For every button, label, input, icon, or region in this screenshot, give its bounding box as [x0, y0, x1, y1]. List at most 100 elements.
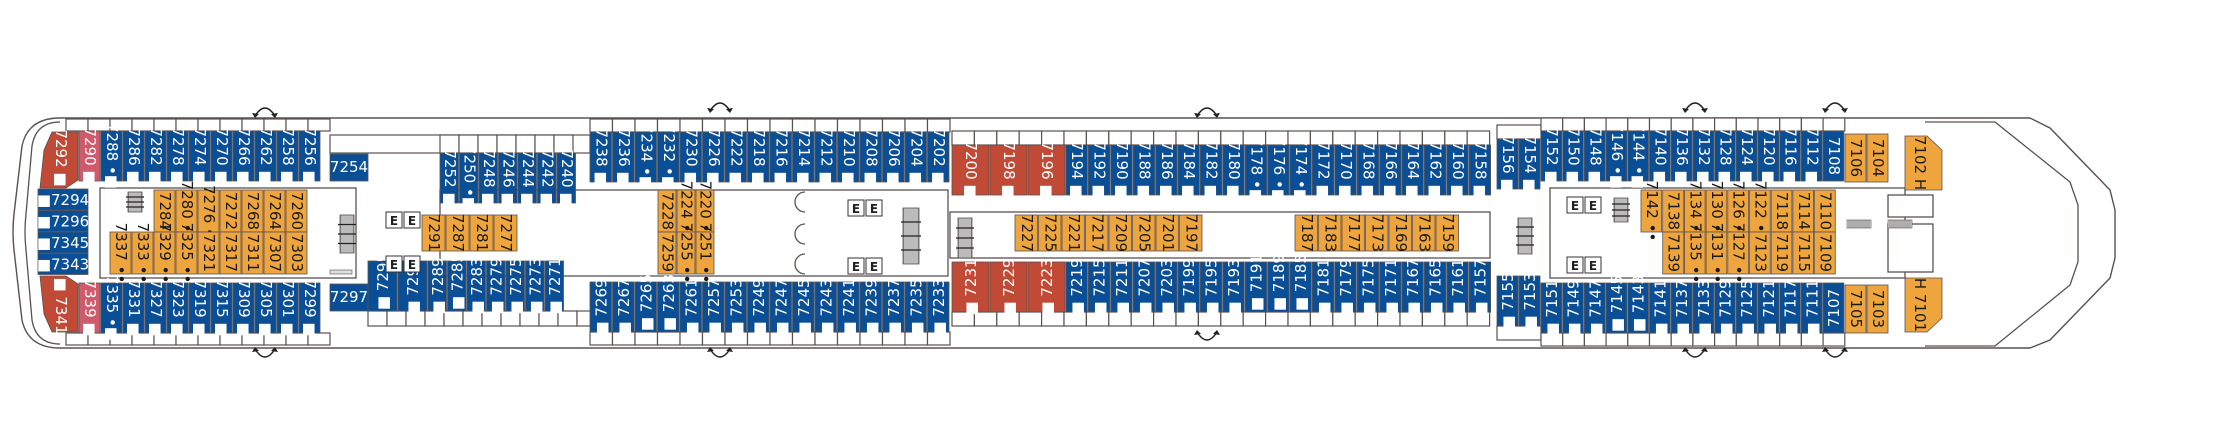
cabin-7238[interactable]: 7238 ■	[589, 128, 612, 186]
cabin-7226[interactable]: 7226 ■	[702, 128, 725, 186]
cabin-7276[interactable]: 7276 •	[197, 185, 220, 237]
cabin-7262[interactable]: 7262 ■	[254, 127, 277, 185]
cabin-7195[interactable]: ■ 7195	[1200, 258, 1223, 316]
cabin-7283[interactable]: ■ 7283	[466, 257, 486, 315]
cabin-7319[interactable]: 7319 ■	[188, 279, 211, 337]
cabin-7193[interactable]: ■ 7193	[1222, 258, 1245, 316]
cabin-7152[interactable]: 7152 ■	[1540, 127, 1563, 185]
cabin-7208[interactable]: 7208 ■	[859, 128, 882, 186]
cabin-7187[interactable]: 7187	[1294, 214, 1318, 252]
cabin-7120[interactable]: 7120 ■	[1757, 127, 1780, 185]
cabin-7153[interactable]: ■ 7153	[1518, 272, 1541, 330]
cabin-7183[interactable]: 7183	[1318, 214, 1342, 252]
cabin-7317[interactable]: 7317	[219, 231, 242, 275]
cabin-7184[interactable]: 7184 ■	[1177, 141, 1200, 199]
cabin-7233[interactable]: ■ 7233	[927, 278, 950, 336]
cabin-7178[interactable]: 7178 •■	[1244, 137, 1267, 203]
cabin-7147[interactable]: ■ 7147	[1584, 279, 1606, 337]
cabin-7245[interactable]: ■ 7245	[792, 278, 815, 336]
cabin-7110[interactable]: 7110	[1814, 189, 1836, 233]
cabin-7105[interactable]: 7105	[1844, 284, 1867, 334]
cabin-7196[interactable]: 7196 ■	[1027, 141, 1066, 199]
cabin-7150[interactable]: 7150 ■	[1562, 127, 1584, 185]
cabin-7249[interactable]: ■ 7249	[747, 278, 770, 336]
cabin-7235[interactable]: ■ 7235	[904, 278, 927, 336]
cabin-7174[interactable]: 7174 •■	[1289, 137, 1312, 203]
cabin-7103[interactable]: 7103	[1866, 284, 1889, 334]
cabin-7116[interactable]: 7116 ■	[1779, 127, 1801, 185]
cabin-7124[interactable]: 7124 ■	[1735, 127, 1758, 185]
cabin-7144[interactable]: 7144 •■	[1627, 123, 1649, 189]
cabin-7230[interactable]: 7230 ■	[679, 128, 702, 186]
cabin-7209[interactable]: 7209	[1108, 214, 1132, 252]
cabin-7112[interactable]: 7112 ■	[1801, 127, 1823, 185]
cabin-7323[interactable]: 7323 ■	[166, 279, 189, 337]
cabin-7156[interactable]: 7156 ■	[1496, 135, 1519, 193]
cabin-7289[interactable]: ■ 7289	[427, 257, 447, 315]
cabin-7106[interactable]: 7106	[1844, 133, 1867, 183]
cabin-7231[interactable]: ■ 7231	[951, 258, 990, 316]
cabin-7131[interactable]: 7131 ••	[1705, 223, 1728, 284]
cabin-7169[interactable]: 7169	[1388, 214, 1412, 252]
cabin-7259[interactable]: 7259	[657, 231, 677, 275]
cabin-7290[interactable]: 7290 ■	[78, 127, 101, 185]
cabin-7109[interactable]: 7109	[1814, 231, 1836, 275]
cabin-7129[interactable]: ■ 7129	[1714, 279, 1736, 337]
cabin-7291[interactable]: 7291	[421, 214, 446, 252]
cabin-7186[interactable]: 7186 ■	[1155, 141, 1178, 199]
cabin-7329[interactable]: 7329 ••	[153, 223, 176, 284]
cabin-7294[interactable]: ■7294	[37, 188, 89, 211]
cabin-7297[interactable]: 7297	[329, 283, 369, 312]
cabin-7149[interactable]: ■ 7149	[1562, 279, 1584, 337]
cabin-7311[interactable]: 7311	[241, 231, 264, 275]
cabin-7135[interactable]: 7135 ••	[1684, 223, 1706, 284]
cabin-7192[interactable]: 7192 ■	[1088, 141, 1111, 199]
cabin-7158[interactable]: 7158 ■	[1468, 141, 1491, 199]
cabin-7127[interactable]: 7127 ••	[1727, 223, 1749, 284]
cabin-7101[interactable]: H 7101	[1904, 277, 1943, 333]
cabin-7339[interactable]: 7339 ■	[78, 279, 101, 337]
cabin-7343[interactable]: ■7343	[37, 253, 89, 275]
cabin-7284[interactable]: 7284	[153, 189, 176, 233]
cabin-7227[interactable]: 7227	[1014, 214, 1038, 252]
cabin-7296[interactable]: ■7296	[37, 210, 89, 232]
cabin-7223[interactable]: ■ 7223	[1027, 258, 1066, 316]
cabin-7315[interactable]: 7315 ■	[210, 279, 233, 337]
cabin-7256[interactable]: 7256 ■	[298, 127, 321, 185]
cabin-7272[interactable]: 7272	[219, 189, 242, 233]
cabin-7194[interactable]: 7194 ■	[1065, 141, 1088, 199]
cabin-7275[interactable]: ■ 7275	[505, 257, 525, 315]
cabin-7264[interactable]: 7264	[263, 189, 286, 233]
cabin-7118[interactable]: 7118	[1770, 189, 1793, 233]
cabin-7188[interactable]: 7188 ■	[1132, 141, 1155, 199]
cabin-7232[interactable]: 7232 •■	[657, 124, 680, 190]
cabin-7181[interactable]: ■ 7181	[1312, 258, 1335, 316]
cabin-7250[interactable]: 7250 •■	[459, 145, 479, 211]
cabin-7285[interactable]: •■ 7285	[447, 253, 467, 319]
cabin-7123[interactable]: 7123	[1749, 231, 1771, 275]
cabin-7333[interactable]: 7333 ••	[131, 223, 154, 284]
cabin-7243[interactable]: ■ 7243	[814, 278, 837, 336]
cabin-7307[interactable]: 7307	[263, 231, 286, 275]
cabin-7115[interactable]: 7115	[1792, 231, 1815, 275]
cabin-7268[interactable]: 7268	[241, 189, 264, 233]
cabin-7224[interactable]: 7224 ••	[676, 181, 696, 242]
cabin-7218[interactable]: 7218 ■	[747, 128, 770, 186]
cabin-7279[interactable]: ■ 7279	[486, 257, 506, 315]
cabin-7191[interactable]: •■ 7191	[1244, 254, 1267, 320]
cabin-7292[interactable]: 7292 ■	[39, 129, 79, 189]
cabin-7216[interactable]: 7216 ■	[769, 128, 792, 186]
cabin-7327[interactable]: 7327 ■	[144, 279, 167, 337]
cabin-7107[interactable]: 7107	[1822, 282, 1845, 334]
cabin-7325[interactable]: 7325 ••	[175, 223, 198, 284]
cabin-7309[interactable]: 7309 ■	[232, 279, 255, 337]
cabin-7164[interactable]: 7164 ■	[1401, 141, 1424, 199]
cabin-7282[interactable]: 7282 ■	[144, 127, 167, 185]
cabin-7139[interactable]: 7139	[1662, 231, 1684, 275]
cabin-7244[interactable]: 7244 ■	[517, 149, 537, 207]
cabin-7260[interactable]: 7260	[285, 189, 308, 233]
cabin-7166[interactable]: 7166 ■	[1379, 141, 1402, 199]
cabin-7165[interactable]: ■ 7165	[1424, 258, 1447, 316]
cabin-7345[interactable]: ■7345	[37, 231, 89, 254]
cabin-7114[interactable]: 7114	[1792, 189, 1815, 233]
